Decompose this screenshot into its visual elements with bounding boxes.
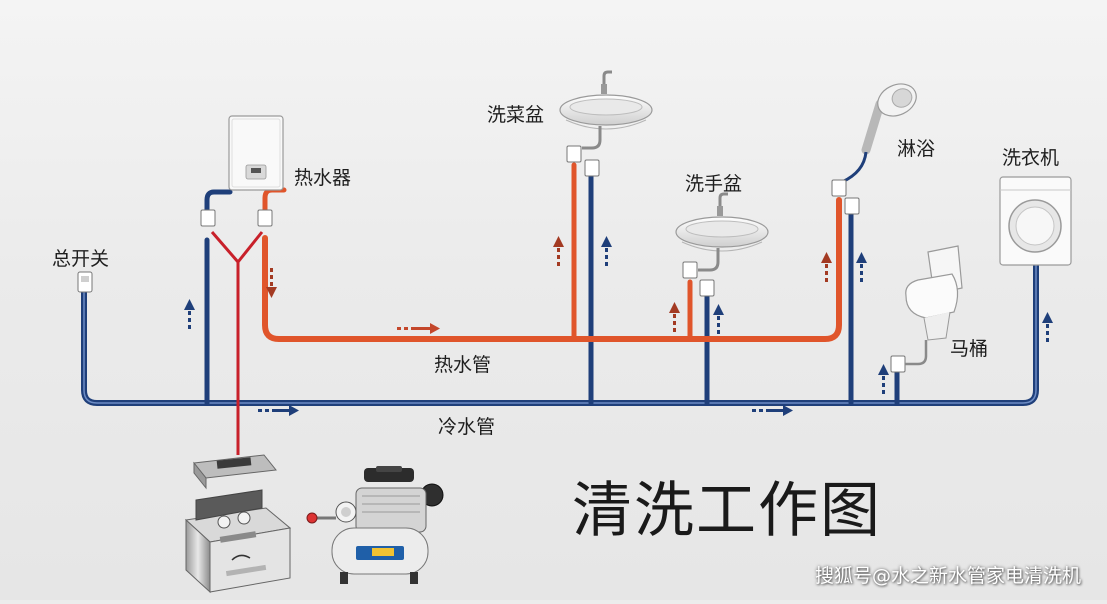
cleaning-feed-line: [210, 231, 264, 455]
label-water-heater: 热水器: [294, 167, 352, 189]
flow-arrow: [266, 268, 277, 298]
flow-arrow: [553, 236, 564, 266]
label-washing-machine: 洗衣机: [1002, 147, 1060, 169]
flow-arrow: [821, 252, 832, 282]
label-cold-pipe: 冷水管: [438, 416, 496, 438]
vegetable-basin-drain: [582, 126, 602, 150]
heater-valves: [200, 209, 273, 227]
flow-arrow: [397, 323, 440, 334]
diagram-title: 清洗工作图: [572, 476, 882, 546]
cleaning-machine-case: [184, 454, 292, 594]
flow-arrow: [713, 304, 724, 334]
flow-arrow: [752, 405, 793, 416]
vegetable-basin-sink: [559, 70, 653, 130]
flow-arrows: [184, 236, 1053, 416]
label-hot-pipe: 热水管: [434, 354, 492, 376]
shower-head: [841, 83, 917, 184]
label-main-switch: 总开关: [52, 248, 110, 270]
flow-arrow: [878, 364, 889, 394]
flow-arrow: [258, 405, 299, 416]
vegetable-basin-valves: [566, 145, 600, 177]
shower-valves: [831, 179, 860, 215]
air-compressor: [306, 466, 444, 584]
flow-arrow: [669, 302, 680, 332]
flow-arrow: [856, 252, 867, 282]
washing-machine: [999, 176, 1072, 266]
flow-arrow: [1042, 312, 1053, 342]
hand-basin-drain: [698, 248, 720, 272]
label-toilet: 马桶: [950, 338, 989, 360]
label-shower: 淋浴: [897, 138, 936, 160]
flow-arrow: [601, 236, 612, 266]
hand-basin-sink: [675, 192, 769, 252]
watermark: 搜狐号@水之新水管家电清洗机: [814, 565, 1081, 587]
hand-basin-valves: [682, 261, 715, 297]
hot-water-pipe: [204, 162, 842, 342]
main-switch-valve: [77, 271, 93, 293]
flow-arrow: [184, 299, 195, 329]
label-vegetable-basin: 洗菜盆: [487, 104, 545, 126]
water-heater: [228, 115, 284, 191]
label-hand-basin: 洗手盆: [685, 173, 743, 195]
toilet-supply: [905, 340, 928, 366]
toilet: [905, 245, 963, 341]
cold-water-pipe: [81, 172, 1039, 406]
toilet-valve: [890, 355, 906, 373]
